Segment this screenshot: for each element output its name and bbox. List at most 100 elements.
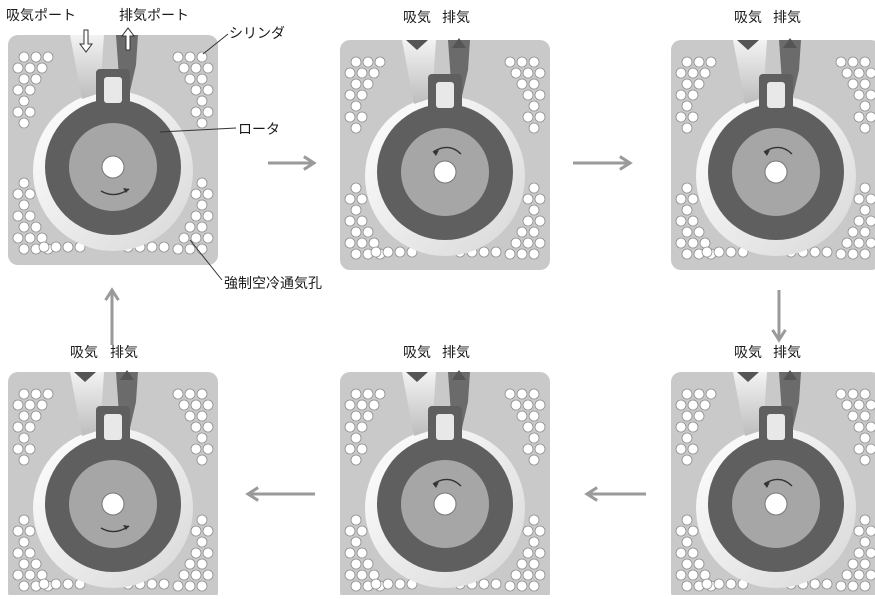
cooling-hole: [490, 578, 502, 590]
cooling-hole: [681, 536, 693, 548]
cooling-hole: [859, 514, 871, 526]
cooling-hole: [42, 388, 54, 400]
panel-6-exhaust-label: 排気: [110, 345, 138, 361]
cooling-hole: [865, 421, 875, 433]
cooling-hole: [821, 246, 833, 258]
pump-panel-6: [8, 370, 218, 599]
cooling-hole: [528, 410, 540, 422]
cooling-hole: [196, 243, 208, 255]
cooling-hole: [368, 237, 380, 249]
cooling-hole: [18, 221, 30, 233]
cooling-hole: [190, 443, 202, 455]
cooling-hole: [344, 569, 356, 581]
cooling-hole: [184, 410, 196, 422]
cooling-hole: [681, 558, 693, 570]
cooling-hole: [184, 73, 196, 85]
cooling-hole: [847, 56, 859, 68]
vane-slot: [767, 414, 785, 440]
cooling-hole: [534, 215, 546, 227]
cooling-hole: [528, 182, 540, 194]
cooling-hole: [865, 111, 875, 123]
cooling-hole: [24, 232, 36, 244]
cooling-hole: [687, 443, 699, 455]
cooling-hole: [675, 237, 687, 249]
rotation-arrow-icon: [432, 146, 462, 155]
cooling-hole: [368, 569, 380, 581]
cooling-hole: [158, 241, 170, 253]
cooling-hole: [344, 525, 356, 537]
cooling-hole: [344, 193, 356, 205]
cooling-hole: [675, 67, 687, 79]
cooling-hole: [681, 248, 693, 260]
cooling-hole: [522, 569, 534, 581]
cooling-hole: [859, 388, 871, 400]
cooling-hole: [699, 569, 711, 581]
cooling-hole: [687, 569, 699, 581]
cooling-hole: [356, 421, 368, 433]
cooling-hole: [522, 421, 534, 433]
shaft: [764, 492, 788, 516]
cooling-hole: [190, 421, 202, 433]
cooling-holes: [12, 51, 214, 255]
cooling-hole: [350, 100, 362, 112]
cooling-hole: [18, 536, 30, 548]
cooling-hole: [196, 73, 208, 85]
panel-3-exhaust-label: 排気: [773, 10, 801, 26]
shaft: [764, 160, 788, 184]
cooling-hole: [196, 51, 208, 63]
shaft: [433, 492, 457, 516]
cooling-hole: [202, 62, 214, 74]
cooling-hole: [184, 51, 196, 63]
cooling-hole: [687, 193, 699, 205]
cooling-hole: [522, 237, 534, 249]
cooling-hole: [24, 399, 36, 411]
cooling-hole: [30, 558, 42, 570]
cooling-hole: [699, 67, 711, 79]
cooling-hole: [18, 514, 30, 526]
cylinder-label: シリンダ: [229, 26, 285, 42]
cooling-hole: [853, 67, 865, 79]
cooling-hole: [835, 580, 847, 592]
arrow-stage5-to-6: [245, 486, 315, 502]
cooling-hole: [865, 193, 875, 205]
cooling-hole: [382, 246, 394, 258]
cooling-hole: [522, 215, 534, 227]
cooling-hole: [859, 432, 871, 444]
intake-marker-icon: [737, 372, 759, 382]
cooling-hole: [534, 67, 546, 79]
cooling-hole: [675, 193, 687, 205]
cooling-hole: [693, 56, 705, 68]
shaft: [101, 492, 125, 516]
cooling-hole: [516, 56, 528, 68]
cooling-hole: [687, 525, 699, 537]
cooling-hole: [344, 67, 356, 79]
cooling-hole: [184, 580, 196, 592]
cooling-hole: [859, 204, 871, 216]
arrow-stage1-to-2: [268, 155, 317, 171]
cooling-hole: [847, 558, 859, 570]
cooling-hole: [344, 443, 356, 455]
cooling-hole: [350, 78, 362, 90]
cooling-hole: [522, 399, 534, 411]
cooling-hole: [528, 558, 540, 570]
cooling-hole: [681, 122, 693, 134]
cooling-hole: [725, 246, 737, 258]
cooling-hole: [534, 443, 546, 455]
cooling-hole: [516, 580, 528, 592]
exhaust-marker-icon: [783, 38, 797, 48]
cooling-hole: [510, 399, 522, 411]
cooling-hole: [699, 237, 711, 249]
cooling-hole: [859, 558, 871, 570]
cooling-hole: [356, 399, 368, 411]
cooling-hole: [528, 580, 540, 592]
cooling-hole: [36, 232, 48, 244]
cooling-hole: [693, 78, 705, 90]
cooling-hole: [362, 410, 374, 422]
cooling-holes-label: 強制空冷通気孔: [224, 276, 322, 292]
cooling-hole: [362, 226, 374, 238]
cooling-hole: [368, 399, 380, 411]
vane-slot: [436, 82, 454, 108]
cooling-hole: [12, 399, 24, 411]
cooling-hole: [18, 73, 30, 85]
